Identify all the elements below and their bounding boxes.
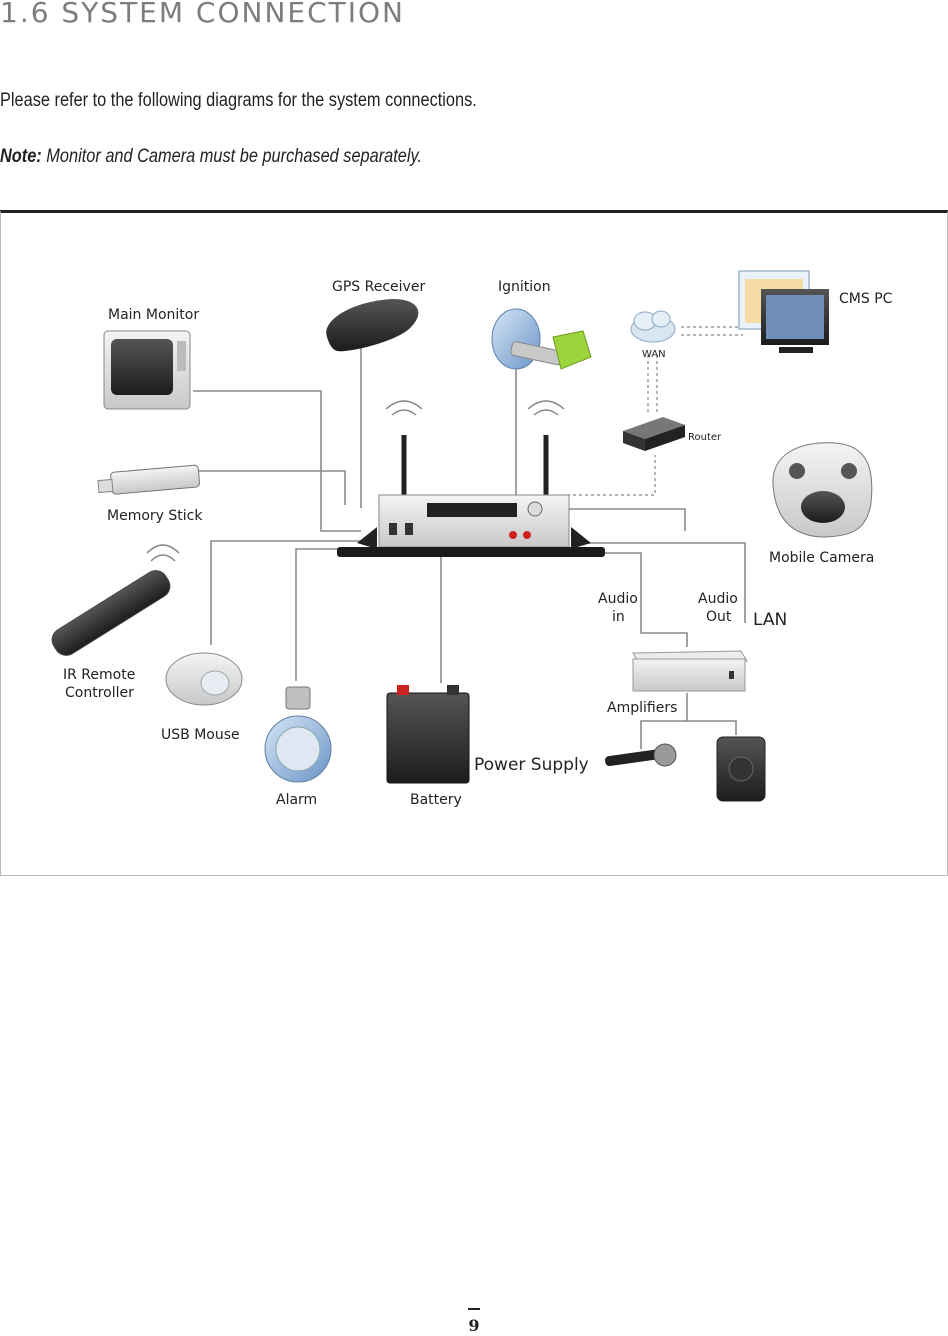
connection-wires [193, 326, 746, 749]
ir-remote-icon [51, 544, 180, 656]
note-paragraph: Note: Monitor and Camera must be purchas… [0, 146, 422, 168]
microphone-icon [605, 743, 677, 767]
label-ir-remote-line1: IR Remote [63, 667, 135, 683]
label-wan: WAN [642, 349, 666, 360]
label-router: Router [688, 432, 722, 443]
label-mobile-camera: Mobile Camera [769, 550, 874, 566]
label-ir-remote-line2: Controller [65, 685, 134, 701]
speaker-icon [716, 736, 766, 802]
alarm-icon [264, 686, 332, 783]
label-lan: LAN [753, 610, 787, 630]
amplifier-icon [632, 650, 748, 692]
label-alarm: Alarm [276, 792, 317, 808]
battery-icon [386, 685, 470, 784]
label-amplifiers: Amplifiers [607, 700, 677, 716]
main-monitor-icon [103, 330, 191, 410]
usb-mouse-icon [165, 652, 243, 706]
label-main-monitor: Main Monitor [108, 307, 199, 323]
label-gps-receiver: GPS Receiver [332, 279, 425, 295]
system-connection-diagram: Main Monitor GPS Receiver Ignition WAN C… [0, 210, 948, 876]
intro-paragraph: Please refer to the following diagrams f… [0, 90, 477, 111]
label-power-supply: Power Supply [474, 755, 589, 775]
label-usb-mouse: USB Mouse [161, 727, 240, 743]
note-text: Monitor and Camera must be purchased sep… [41, 146, 423, 167]
diagram-canvas: Main Monitor GPS Receiver Ignition WAN C… [51, 270, 893, 808]
cms-pc-icon [738, 270, 829, 353]
memory-stick-icon [97, 464, 201, 495]
section-heading: 1.6 SYSTEM CONNECTION [0, 0, 406, 29]
dvr-unit-icon [337, 400, 605, 557]
note-label: Note: [0, 146, 42, 167]
label-audio-in-line2: in [612, 609, 625, 625]
label-memory-stick: Memory Stick [107, 508, 203, 524]
ignition-icon [491, 308, 592, 370]
label-battery: Battery [410, 792, 462, 808]
page-number: 9 [468, 1316, 480, 1335]
wan-cloud-icon [630, 310, 676, 343]
page-number-rule [468, 1308, 480, 1310]
label-audio-in-line1: Audio [598, 591, 638, 607]
label-cms-pc: CMS PC [839, 291, 893, 307]
gps-receiver-icon [326, 299, 419, 352]
label-audio-out-line2: Out [706, 609, 732, 625]
label-audio-out-line1: Audio [698, 591, 738, 607]
label-ignition: Ignition [498, 279, 551, 295]
router-icon [623, 417, 685, 451]
mobile-camera-icon [772, 442, 873, 538]
